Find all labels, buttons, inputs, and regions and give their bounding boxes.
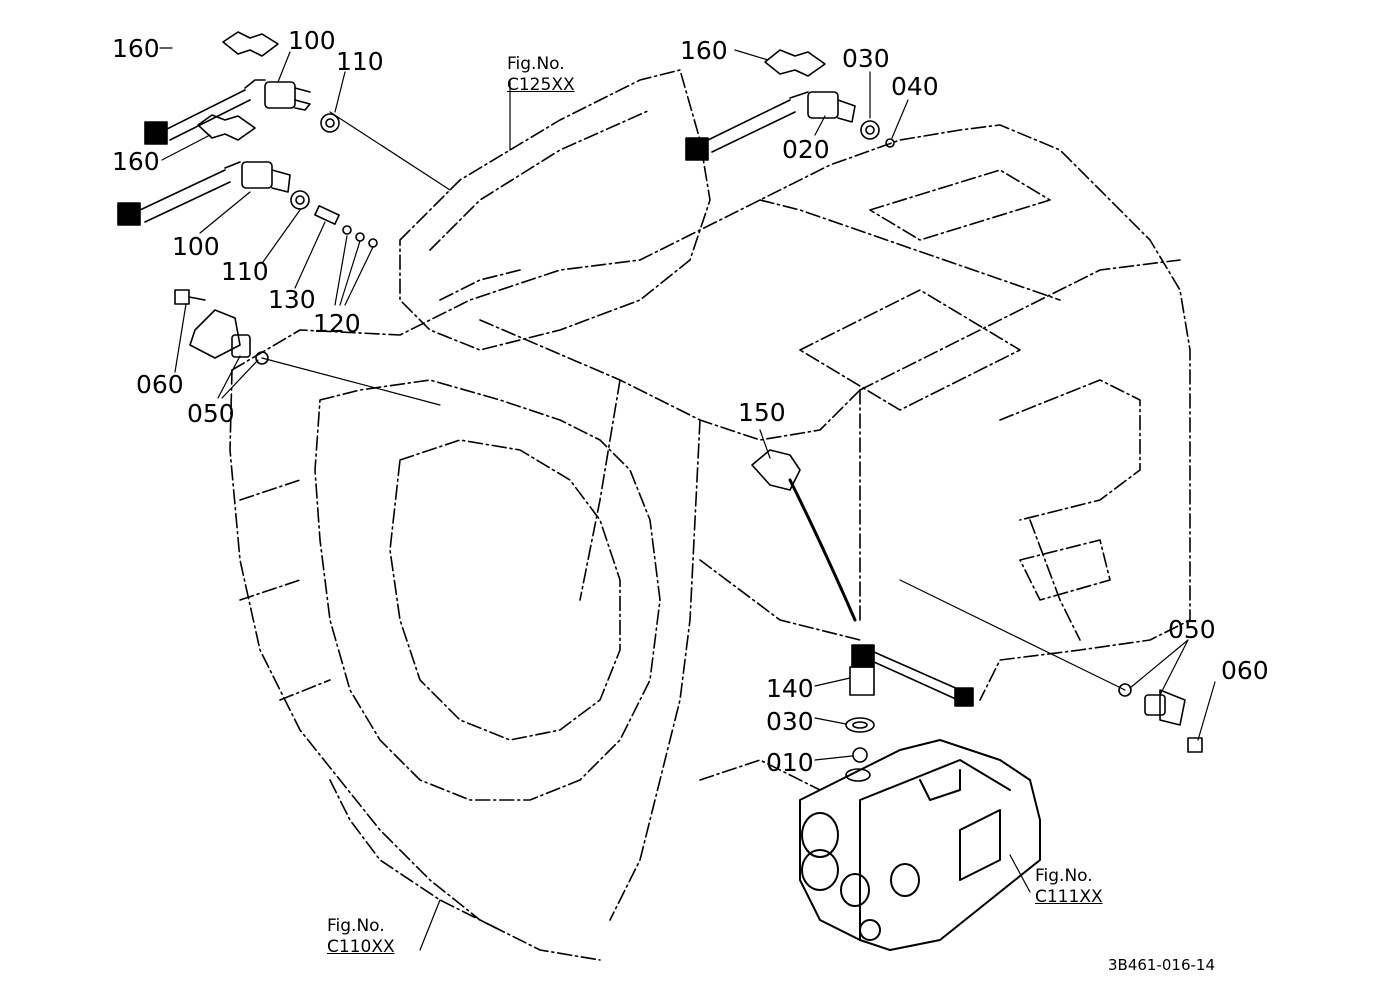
pressure-sensor-center — [845, 644, 974, 782]
top-cover-plate — [399, 69, 711, 351]
sensor-top-left-1 — [144, 31, 340, 145]
valve-block — [799, 739, 1041, 951]
part-label-060: 060 — [1221, 656, 1269, 685]
figure-reference-c125xx: Fig.No. C125XX — [507, 54, 575, 97]
speed-sensor-left — [174, 289, 269, 365]
part-label-140: 140 — [766, 674, 814, 703]
part-label-030: 030 — [766, 707, 814, 736]
figure-reference-number: C110XX — [327, 937, 395, 958]
part-label-100: 100 — [172, 232, 220, 261]
part-label-030: 030 — [842, 44, 890, 73]
part-label-020: 020 — [782, 135, 830, 164]
part-label-050: 050 — [1168, 615, 1216, 644]
part-label-160: 160 — [680, 36, 728, 65]
part-label-050: 050 — [187, 399, 235, 428]
part-label-110: 110 — [221, 257, 269, 286]
sensor-top-left-2 — [117, 114, 378, 248]
part-label-160: 160 — [112, 147, 160, 176]
sensor-top-right — [685, 49, 895, 161]
part-label-130: 130 — [268, 285, 316, 314]
leader-lines — [159, 47, 1216, 951]
transmission-housing — [229, 124, 1191, 961]
part-label-150: 150 — [738, 398, 786, 427]
part-label-120: 120 — [313, 309, 361, 338]
drawing-code: 3B461-016-14 — [1108, 956, 1216, 974]
part-label-160: 160 — [112, 34, 160, 63]
part-label-110: 110 — [336, 47, 384, 76]
part-label-100: 100 — [288, 26, 336, 55]
figure-reference-c111xx: Fig.No. C111XX — [1035, 866, 1103, 909]
figure-reference-number: C125XX — [507, 75, 575, 96]
figure-reference-label: Fig.No. — [327, 916, 385, 936]
part-label-040: 040 — [891, 72, 939, 101]
figure-reference-c110xx: Fig.No. C110XX — [327, 916, 395, 959]
clip-150 — [751, 449, 801, 491]
speed-sensor-right — [1118, 683, 1203, 753]
figure-reference-label: Fig.No. — [507, 54, 565, 74]
figure-reference-number: C111XX — [1035, 887, 1103, 908]
part-label-010: 010 — [766, 748, 814, 777]
figure-reference-label: Fig.No. — [1035, 866, 1093, 886]
part-label-060: 060 — [136, 370, 184, 399]
